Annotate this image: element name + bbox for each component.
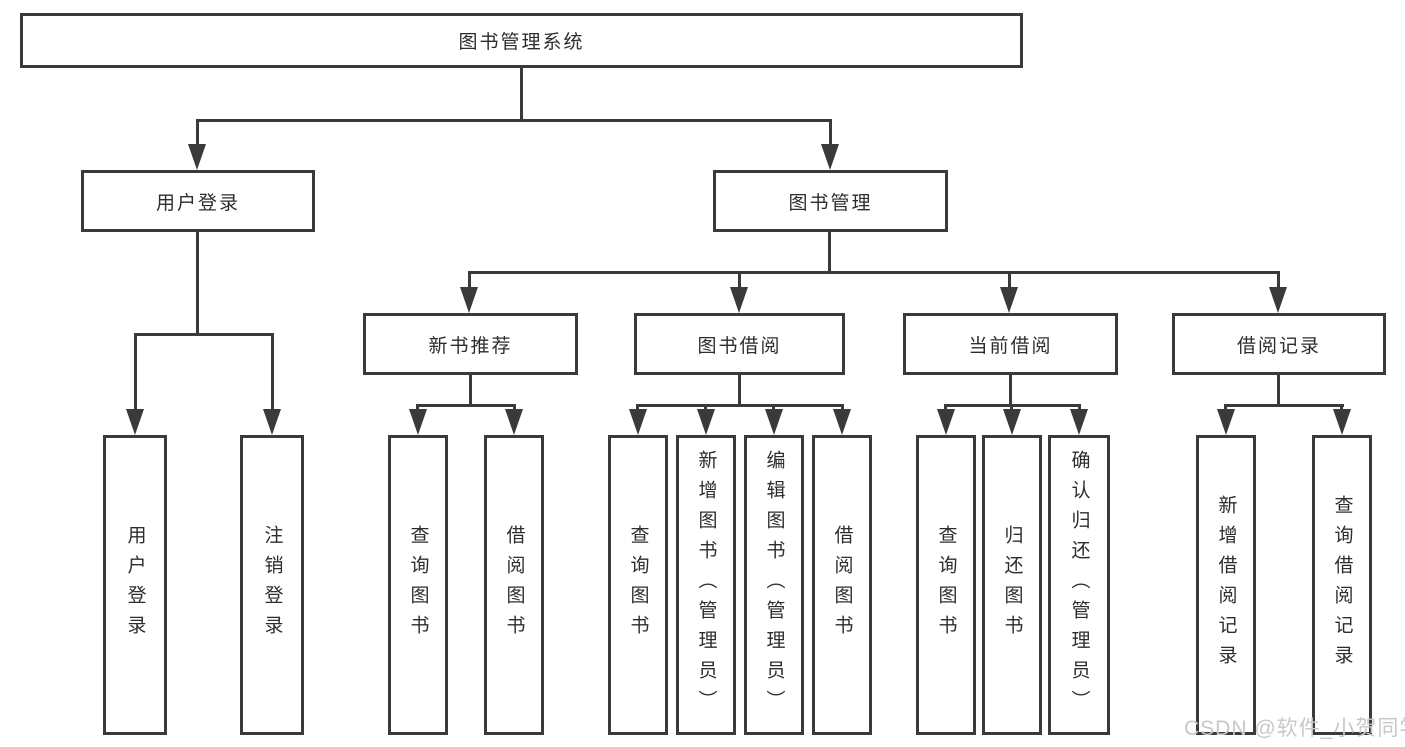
arrowhead-down [1003, 409, 1021, 435]
connector-line [1078, 404, 1081, 411]
node-book-management: 图书管理 [713, 170, 948, 232]
connector-line [828, 232, 831, 273]
connector-line [416, 404, 419, 411]
leaf-edit-books-admin: 编辑图书（管理员） [744, 435, 804, 735]
connector-line [134, 333, 274, 336]
node-book-borrowing: 图书借阅 [634, 313, 845, 375]
leaf-query-books-recommend: 查询图书 [388, 435, 448, 735]
node-library-management-system: 图书管理系统 [20, 13, 1023, 68]
arrowhead-down [460, 287, 478, 313]
connector-line [944, 404, 947, 411]
leaf-query-borrow-record: 查询借阅记录 [1312, 435, 1372, 735]
leaf-add-books-admin: 新增图书（管理员） [676, 435, 736, 735]
leaf-return-books: 归还图书 [982, 435, 1042, 735]
connector-line [196, 119, 199, 146]
connector-line [416, 404, 516, 407]
leaf-logout: 注销登录 [240, 435, 304, 735]
arrowhead-down [765, 409, 783, 435]
connector-line [1277, 271, 1280, 289]
connector-line [738, 271, 741, 289]
connector-line [829, 119, 832, 146]
connector-line [704, 404, 707, 411]
connector-line [468, 271, 471, 289]
connector-line [271, 333, 274, 411]
arrowhead-down [409, 409, 427, 435]
node-new-book-recommendation: 新书推荐 [363, 313, 578, 375]
arrowhead-down [263, 409, 281, 435]
node-current-borrowing: 当前借阅 [903, 313, 1118, 375]
leaf-borrow-books-recommend: 借阅图书 [484, 435, 544, 735]
leaf-user-login: 用户登录 [103, 435, 167, 735]
node-user-login: 用户登录 [81, 170, 315, 232]
arrowhead-down [1269, 287, 1287, 313]
arrowhead-down [833, 409, 851, 435]
connector-line [196, 232, 199, 336]
connector-line [738, 375, 741, 406]
connector-line [469, 375, 472, 406]
arrowhead-down [1333, 409, 1351, 435]
arrowhead-down [188, 144, 206, 170]
connector-line [1340, 404, 1343, 411]
leaf-query-books-borrowing: 查询图书 [608, 435, 668, 735]
arrowhead-down [730, 287, 748, 313]
node-borrowing-records: 借阅记录 [1172, 313, 1386, 375]
connector-line [636, 404, 639, 411]
connector-line [513, 404, 516, 411]
connector-line [196, 119, 832, 122]
connector-line [1009, 375, 1012, 406]
connector-line [772, 404, 775, 411]
connector-line [636, 404, 844, 407]
csdn-watermark: CSDN @软件_小贺同学 [1184, 717, 1405, 740]
arrowhead-down [1217, 409, 1235, 435]
arrowhead-down [821, 144, 839, 170]
connector-line [1008, 271, 1011, 289]
connector-line [468, 271, 1280, 274]
arrowhead-down [505, 409, 523, 435]
leaf-add-borrow-record: 新增借阅记录 [1196, 435, 1256, 735]
arrowhead-down [126, 409, 144, 435]
leaf-query-books-current: 查询图书 [916, 435, 976, 735]
leaf-borrow-books-borrowing: 借阅图书 [812, 435, 872, 735]
arrowhead-down [629, 409, 647, 435]
connector-line [520, 68, 523, 121]
arrowhead-down [937, 409, 955, 435]
connector-line [841, 404, 844, 411]
arrowhead-down [1070, 409, 1088, 435]
connector-line [1224, 404, 1344, 407]
connector-line [1010, 404, 1013, 411]
arrowhead-down [697, 409, 715, 435]
connector-line [1224, 404, 1227, 411]
connector-line [134, 333, 137, 411]
connector-line [1277, 375, 1280, 406]
arrowhead-down [1000, 287, 1018, 313]
leaf-confirm-return-admin: 确认归还（管理员） [1048, 435, 1110, 735]
